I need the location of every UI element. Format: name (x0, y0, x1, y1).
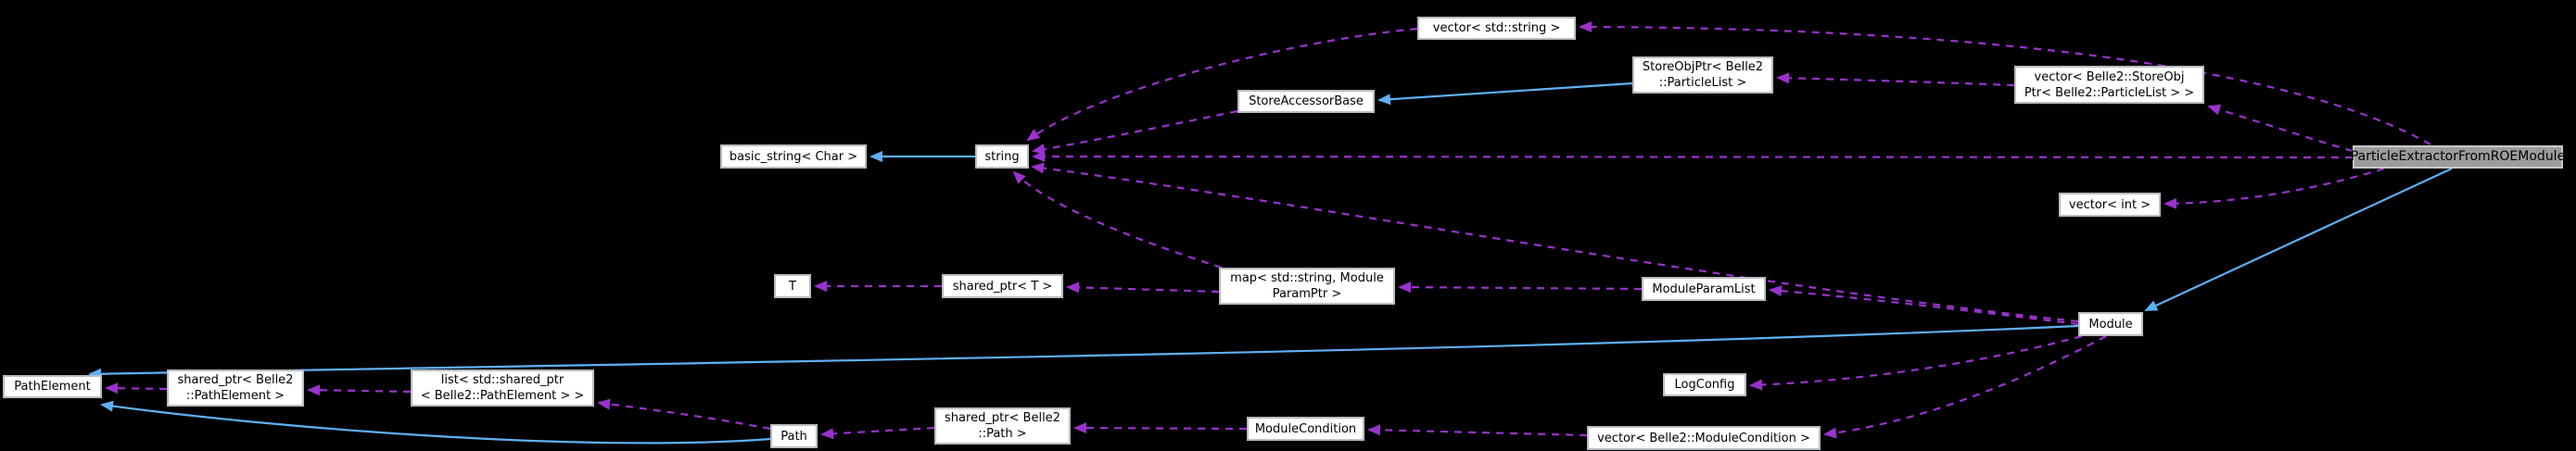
node-module_param_list[interactable]: ModuleParamList (1642, 277, 1766, 301)
edge-storeobjptr_particlelist-to-store_accessor_base (1377, 81, 1633, 106)
edge-particle_extractor-to-vector_int (2164, 167, 2385, 209)
edge-vector_module_condition-to-module_condition (1367, 424, 1588, 437)
edge-module-to-path_element (88, 324, 2079, 380)
edge-module-to-vector_module_condition (1823, 335, 2107, 439)
node-vector_std_string[interactable]: vector< std::string > (1417, 17, 1576, 40)
edge-particle_extractor-to-vector_std_string (1579, 21, 2431, 145)
node-path_element[interactable]: PathElement (3, 375, 102, 398)
edge-shared_ptr_path-to-path_cls (820, 426, 935, 440)
edge-module_param_list-to-map_string_moduleparamptr (1398, 282, 1643, 294)
edge-store_accessor_base-to-string (1032, 109, 1238, 155)
node-vector_module_condition[interactable]: vector< Belle2::ModuleCondition > (1587, 426, 1821, 450)
edge-particle_extractor-to-module (2144, 168, 2453, 311)
node-module[interactable]: Module (2078, 312, 2143, 336)
edge-vector_storeobjptr-to-storeobjptr_particlelist (1776, 72, 2015, 87)
node-shared_ptr_t[interactable]: shared_ptr< T > (942, 274, 1063, 298)
edge-module-to-string (1031, 162, 2079, 323)
node-log_config[interactable]: LogConfig (1663, 373, 1746, 396)
node-vector_storeobjptr[interactable]: vector< Belle2::StoreObj Ptr< Belle2::Pa… (2014, 66, 2204, 104)
node-storeobjptr_particlelist[interactable]: StoreObjPtr< Belle2 ::ParticleList > (1632, 56, 1773, 94)
node-module_condition[interactable]: ModuleCondition (1247, 417, 1364, 441)
edge-list_shared_ptr_pathelement-to-shared_ptr_pathelement (307, 384, 412, 396)
edge-module-to-log_config (1749, 334, 2083, 391)
edge-module_condition-to-shared_ptr_path (1073, 422, 1248, 434)
edge-module-to-module_param_list (1769, 285, 2079, 326)
edge-map_string_moduleparamptr-to-string (1012, 170, 1223, 269)
node-shared_ptr_pathelement[interactable]: shared_ptr< Belle2 ::PathElement > (167, 370, 304, 407)
node-particle_extractor: ParticleExtractorFromROEModule (2351, 145, 2565, 169)
node-list_shared_ptr_pathelement[interactable]: list< std::shared_ptr < Belle2::PathElem… (411, 370, 594, 407)
edge-map_string_moduleparamptr-to-shared_ptr_t (1066, 282, 1220, 294)
edge-path_cls-to-path_element (100, 400, 771, 445)
node-path_cls[interactable]: Path (770, 424, 818, 448)
node-vector_int[interactable]: vector< int > (2059, 193, 2161, 217)
node-map_string_moduleparamptr[interactable]: map< std::string, Module ParamPtr > (1219, 268, 1395, 305)
node-store_accessor_base[interactable]: StoreAccessorBase (1237, 90, 1375, 113)
node-shared_ptr_path[interactable]: shared_ptr< Belle2 ::Path > (934, 407, 1071, 445)
edge-particle_extractor-to-vector_storeobjptr (2207, 104, 2354, 153)
edge-path_cls-to-list_shared_ptr_pathelement (597, 398, 771, 431)
node-string[interactable]: string (975, 144, 1029, 169)
node-basic_string_char[interactable]: basic_string< Char > (720, 144, 867, 169)
edge-shared_ptr_pathelement-to-path_element (105, 382, 168, 395)
node-t[interactable]: T (774, 274, 811, 298)
edge-vector_std_string-to-string (1026, 27, 1418, 142)
